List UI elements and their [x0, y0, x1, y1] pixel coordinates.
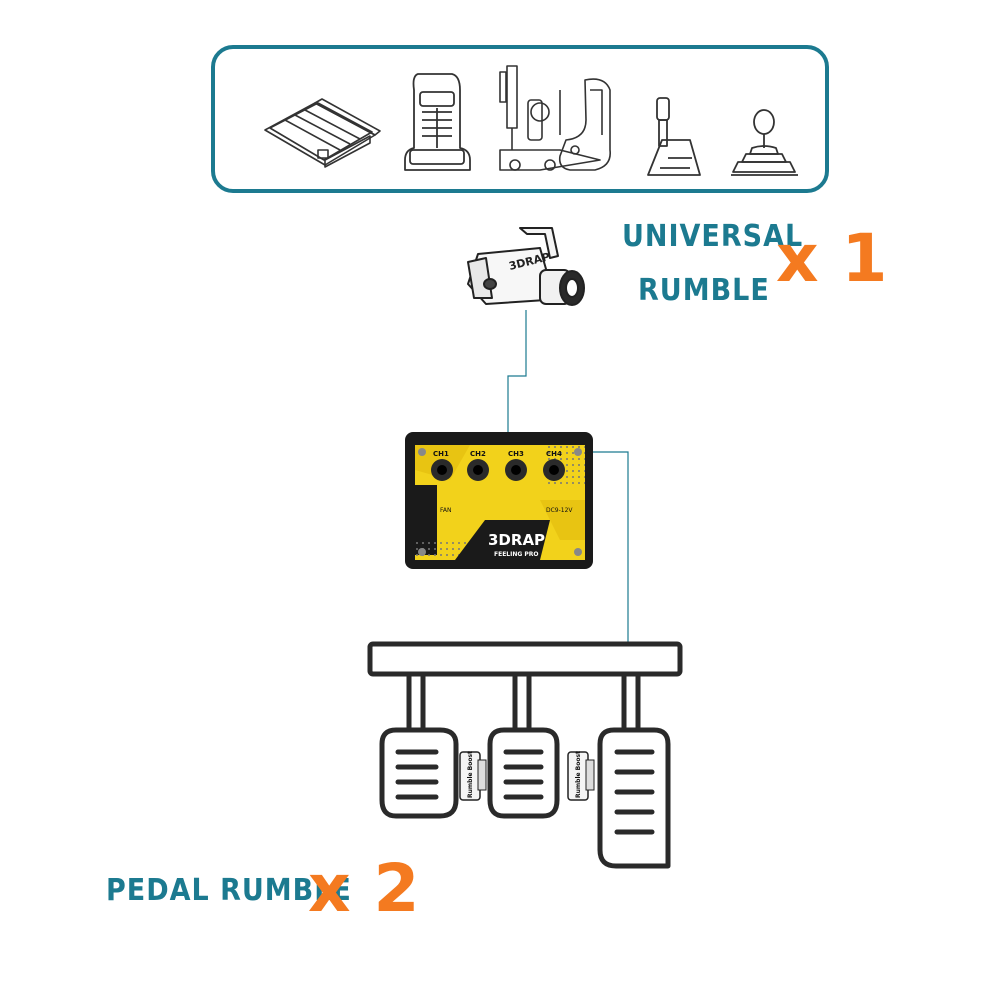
universal-label-line1: UNIVERSAL	[622, 219, 804, 254]
cockpit-rig-icon	[499, 65, 612, 171]
pedal-rumble-label: PEDAL RUMBLE	[106, 873, 352, 908]
feeling-pro-controller: CH1 CH2 CH3 CH4 FAN DC9-12V 3DRAP FEELIN…	[405, 432, 593, 569]
rumble-boost-module-right: Rumble Boost	[567, 751, 595, 801]
rig-plate-icon	[264, 98, 381, 168]
brake-pedal	[487, 727, 560, 819]
pedal-stem-right	[621, 671, 641, 737]
fan-label: FAN	[440, 507, 452, 514]
clutch-pedal	[379, 727, 459, 819]
sequential-shifter-icon	[647, 97, 701, 176]
pedal-bar	[367, 641, 683, 677]
universal-label-line2: RUMBLE	[638, 273, 770, 308]
power-label: DC9-12V	[546, 507, 573, 514]
seat-icon	[404, 73, 471, 171]
cable-controller-to-pedals	[592, 451, 629, 642]
rumble-boost-label-left: Rumble Boost	[467, 751, 474, 798]
pedal-grips	[395, 749, 655, 835]
cable-universal-to-controller	[507, 310, 527, 442]
channel-label-4: CH4	[546, 450, 562, 458]
controller-brand: 3DRAP	[488, 531, 545, 549]
universal-multiplier: x 1	[776, 220, 888, 297]
pedal-stem-middle	[512, 671, 532, 737]
rumble-boost-module-left: Rumble Boost	[459, 751, 487, 801]
universal-rumble-device: 3DRAP	[467, 227, 585, 306]
channel-label-2: CH2	[470, 450, 486, 458]
h-pattern-shifter-icon	[731, 109, 798, 176]
mount-options-panel	[211, 45, 829, 193]
channel-label-1: CH1	[433, 450, 449, 458]
rumble-boost-label-right: Rumble Boost	[575, 751, 582, 798]
pedal-stem-left	[406, 671, 426, 737]
pedal-multiplier: x 2	[308, 850, 420, 927]
controller-model: FEELING PRO	[494, 551, 539, 558]
channel-label-3: CH3	[508, 450, 524, 458]
